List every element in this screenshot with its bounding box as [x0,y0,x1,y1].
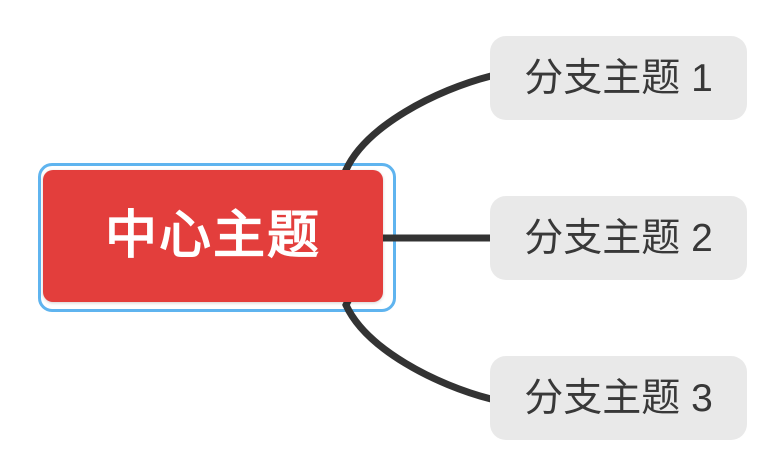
branch-topic-2-node[interactable]: 分支主题 2 [490,196,747,280]
branch-topic-1-node[interactable]: 分支主题 1 [490,36,747,120]
branch-topic-1-label: 分支主题 1 [524,56,713,100]
branch-topic-3-label: 分支主题 3 [524,376,713,420]
branch-topic-2-label: 分支主题 2 [524,216,713,260]
central-topic-node[interactable]: 中心主题 [43,170,383,302]
branch-topic-3-node[interactable]: 分支主题 3 [490,356,747,440]
central-topic-label: 中心主题 [104,207,321,265]
